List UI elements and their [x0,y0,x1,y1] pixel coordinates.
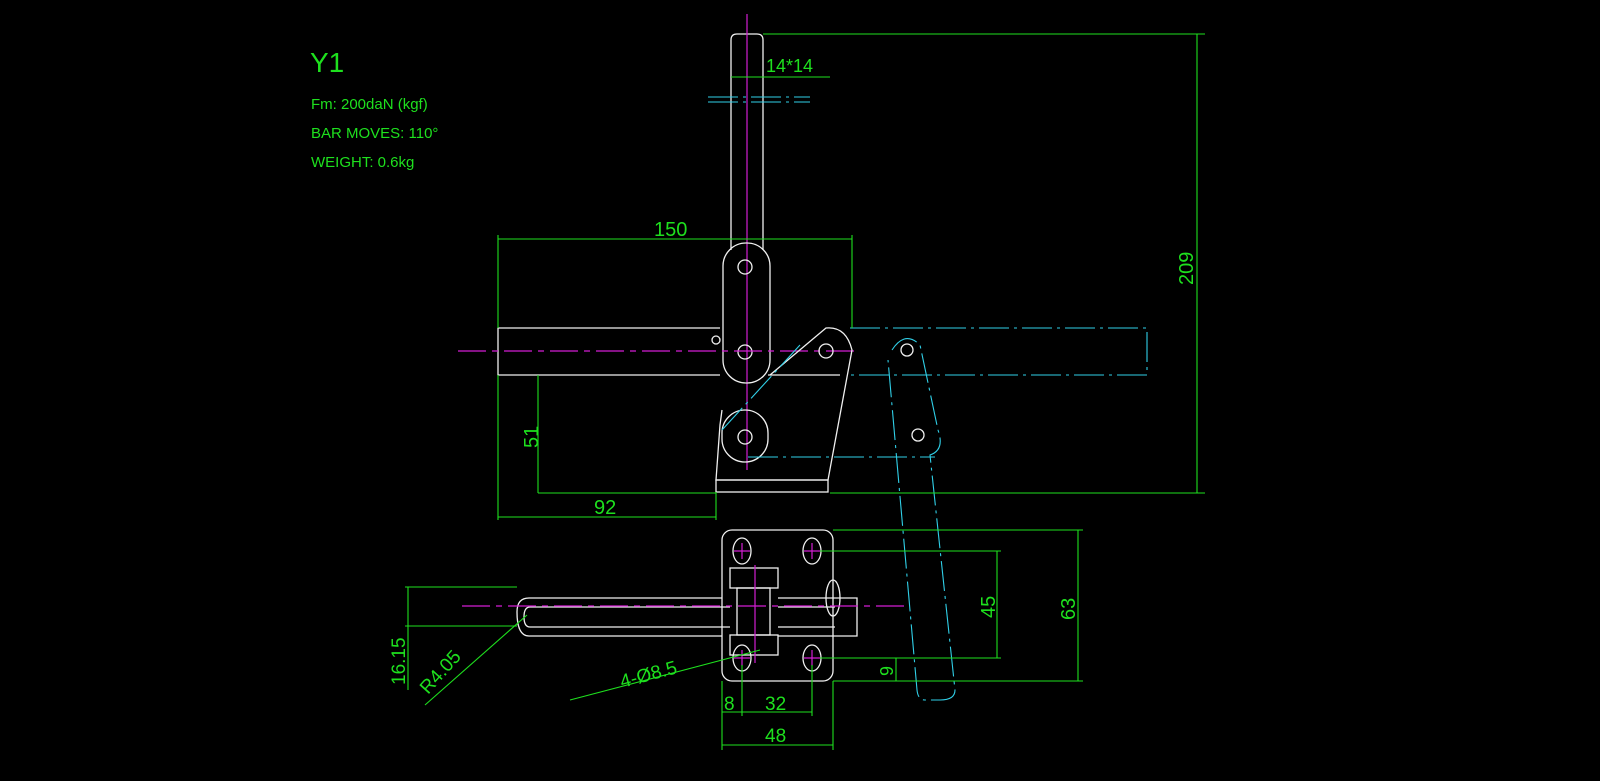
mount-hole [732,537,752,565]
svg-text:209: 209 [1176,252,1198,285]
spec-bar-moves: BAR MOVES: 110° [311,125,438,142]
side-dimensions: 209 14*14 150 51 92 [497,33,1205,520]
svg-text:45: 45 [978,596,1000,618]
pivot-hole [737,344,753,360]
link-plate [722,242,771,384]
phantom-bar [850,327,1148,376]
svg-text:16.15: 16.15 [389,637,410,685]
top-dimensions: 63 45 9 16.15 R4.05 4-Ø8.5 8 32 48 [389,529,1083,750]
svg-text:4-Ø8.5: 4-Ø8.5 [618,658,680,693]
svg-text:63: 63 [1058,598,1080,620]
slot-bar [516,597,722,637]
drawing-title: Y1 [310,47,344,78]
pivot-hole [737,429,753,445]
base-plate [715,479,829,493]
svg-text:150: 150 [654,219,687,241]
spec-force: Fm: 200daN (kgf) [311,96,428,113]
svg-text:51: 51 [521,426,543,448]
pivot-hole [818,343,834,359]
svg-text:92: 92 [594,497,616,519]
svg-text:8: 8 [724,694,735,715]
side-view [458,14,1148,701]
svg-text:48: 48 [765,726,786,747]
top-view [462,529,910,682]
phantom-handle [887,338,956,701]
lower-link [721,409,769,463]
svg-text:14*14: 14*14 [766,56,813,76]
svg-text:9: 9 [877,666,897,676]
pivot-hole [737,259,753,275]
spec-weight: WEIGHT: 0.6kg [311,154,414,171]
svg-text:32: 32 [765,694,786,715]
